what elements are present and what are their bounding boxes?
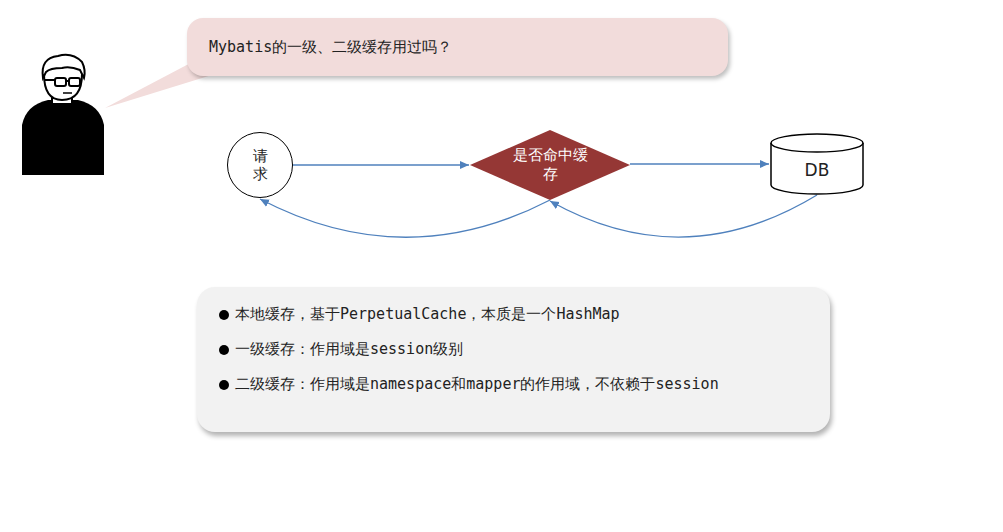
bullet-row: 一级缓存：作用域是session级别	[219, 340, 810, 359]
flow-arrow	[293, 164, 469, 165]
database-cylinder: DB	[770, 133, 864, 195]
bullet-dot	[219, 380, 229, 390]
bullet-row: 本地缓存，基于PerpetualCache，本质是一个HashMap	[219, 305, 810, 324]
bullet-row: 二级缓存：作用域是namespace和mapper的作用域，不依赖于sessio…	[219, 375, 810, 394]
bullet-dot	[219, 310, 229, 320]
speech-bubble: Mybatis的一级、二级缓存用过吗？	[187, 18, 728, 76]
node-text: 请求	[253, 147, 268, 183]
flow-arrow	[550, 195, 817, 237]
request-circle: 请求	[227, 132, 293, 198]
node-text: 二级缓存：作用域是namespace和mapper的作用域，不依赖于sessio…	[235, 375, 719, 394]
notes-panel: 本地缓存，基于PerpetualCache，本质是一个HashMap 一级缓存：作…	[197, 287, 830, 432]
node-text: 一级缓存：作用域是session级别	[235, 340, 463, 359]
decision-diamond: 是否命中缓存	[470, 130, 630, 200]
node-text: Mybatis的一级、二级缓存用过吗？	[209, 38, 452, 57]
flow-arrow	[630, 163, 769, 164]
flow-arrow	[260, 199, 550, 237]
bullet-dot	[219, 345, 229, 355]
node-text: 是否命中缓存	[513, 146, 588, 184]
node-text: 本地缓存，基于PerpetualCache，本质是一个HashMap	[235, 305, 620, 324]
person-figure	[22, 55, 104, 175]
node-text: DB	[805, 160, 830, 180]
